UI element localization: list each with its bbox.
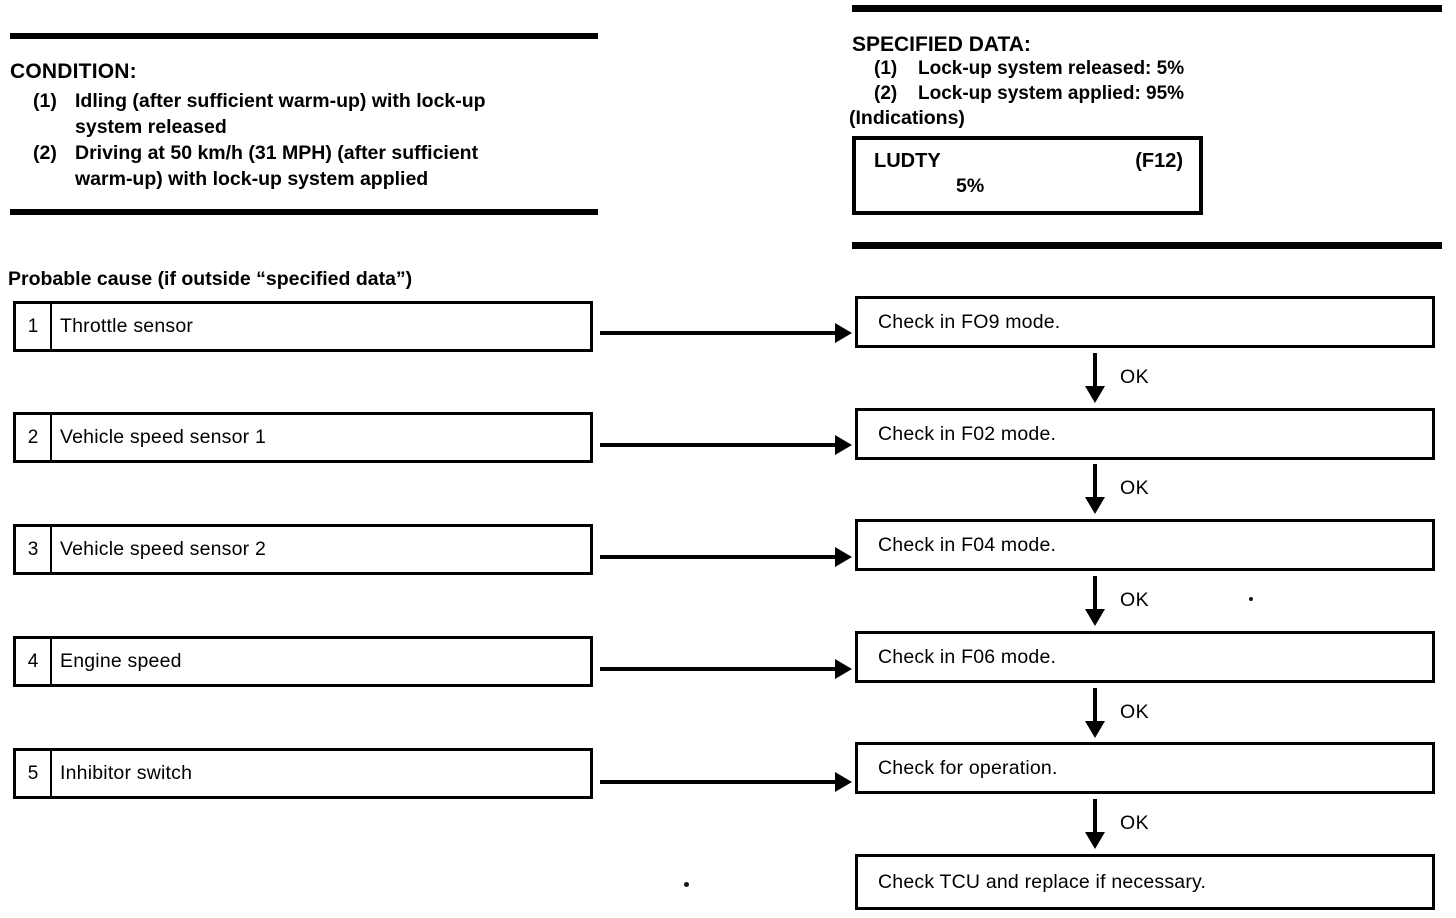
ok-arrow-2 bbox=[1085, 464, 1105, 514]
monitor-display-row: LUDTY (F12) bbox=[856, 140, 1199, 173]
step-label: Check in F02 mode. bbox=[878, 422, 1057, 445]
specified-data-item-text: Lock-up system applied: 95% bbox=[918, 83, 1185, 104]
cause-label: Engine speed bbox=[60, 650, 182, 672]
step-box-check-tcu: Check TCU and replace if necessary. bbox=[855, 854, 1435, 910]
specified-data-item-1: (1) Lock-up system released: 5% bbox=[874, 58, 1184, 80]
step-box-check-operation: Check for operation. bbox=[855, 742, 1435, 794]
indications-label: (Indications) bbox=[849, 107, 965, 129]
ok-label-4: OK bbox=[1120, 701, 1150, 723]
step-box-check-f06-mode: Check in F06 mode. bbox=[855, 631, 1435, 683]
ok-label-5: OK bbox=[1120, 812, 1150, 834]
condition-item-text: Driving at 50 km/h (31 MPH) (after suffi… bbox=[75, 140, 478, 192]
scan-artifact-dot bbox=[684, 882, 689, 887]
condition-item-text: Idling (after sufficient warm-up) with l… bbox=[75, 88, 486, 140]
ok-arrow-1 bbox=[1085, 353, 1105, 403]
condition-item-line: Driving at 50 km/h (31 MPH) (after suffi… bbox=[75, 142, 479, 164]
step-label: Check in F06 mode. bbox=[878, 645, 1057, 668]
condition-top-rule bbox=[10, 33, 598, 39]
step-box-check-f02-mode: Check in F02 mode. bbox=[855, 408, 1435, 460]
cause-label: Throttle sensor bbox=[60, 315, 194, 337]
specified-data-top-rule bbox=[852, 5, 1442, 12]
cause-box-vehicle-speed-sensor-1: 2 Vehicle speed sensor 1 bbox=[13, 412, 593, 463]
monitor-mode-code: (F12) bbox=[1135, 150, 1183, 172]
step-label: Check in F04 mode. bbox=[878, 533, 1057, 556]
cause-label: Vehicle speed sensor 1 bbox=[60, 426, 267, 448]
specified-data-bottom-rule bbox=[852, 242, 1442, 249]
condition-item-line: system released bbox=[75, 116, 227, 138]
step-label: Check TCU and replace if necessary. bbox=[878, 870, 1207, 893]
scan-artifact-dot bbox=[1249, 597, 1253, 601]
connector-arrow-5 bbox=[600, 772, 852, 792]
monitor-parameter-value: 5% bbox=[956, 175, 985, 197]
cause-number: 5 bbox=[16, 751, 52, 796]
step-box-check-fo9-mode: Check in FO9 mode. bbox=[855, 296, 1435, 348]
specified-data-item-text: Lock-up system released: 5% bbox=[918, 58, 1185, 79]
connector-arrow-3 bbox=[600, 547, 852, 567]
connector-arrow-1 bbox=[600, 323, 852, 343]
cause-number: 3 bbox=[16, 527, 52, 572]
cause-box-vehicle-speed-sensor-2: 3 Vehicle speed sensor 2 bbox=[13, 524, 593, 575]
connector-arrow-4 bbox=[600, 659, 852, 679]
ok-arrow-5 bbox=[1085, 799, 1105, 849]
step-label: Check for operation. bbox=[878, 756, 1058, 779]
condition-item-line: warm-up) with lock-up system applied bbox=[75, 168, 429, 190]
monitor-display-box: LUDTY (F12) 5% bbox=[852, 136, 1203, 215]
cause-box-engine-speed: 4 Engine speed bbox=[13, 636, 593, 687]
condition-item-1: (1) Idling (after sufficient warm-up) wi… bbox=[33, 88, 486, 140]
connector-arrow-2 bbox=[600, 435, 852, 455]
specified-data-item-number: (1) bbox=[874, 58, 898, 79]
condition-item-number: (2) bbox=[33, 142, 57, 164]
ok-label-2: OK bbox=[1120, 477, 1150, 499]
monitor-parameter-name: LUDTY bbox=[874, 150, 941, 172]
cause-box-throttle-sensor: 1 Throttle sensor bbox=[13, 301, 593, 352]
specified-data-item-2: (2) Lock-up system applied: 95% bbox=[874, 83, 1184, 105]
ok-label-3: OK bbox=[1120, 589, 1150, 611]
ok-arrow-3 bbox=[1085, 576, 1105, 626]
ok-label-1: OK bbox=[1120, 366, 1150, 388]
specified-data-heading: SPECIFIED DATA: bbox=[852, 33, 1031, 56]
cause-box-inhibitor-switch: 5 Inhibitor switch bbox=[13, 748, 593, 799]
cause-label: Inhibitor switch bbox=[60, 762, 193, 784]
specified-data-item-number: (2) bbox=[874, 83, 898, 104]
cause-number: 1 bbox=[16, 304, 52, 349]
probable-cause-heading: Probable cause (if outside “specified da… bbox=[8, 268, 413, 290]
condition-item-number: (1) bbox=[33, 90, 57, 112]
cause-number: 4 bbox=[16, 639, 52, 684]
condition-item-line: Idling (after sufficient warm-up) with l… bbox=[75, 90, 486, 112]
step-label: Check in FO9 mode. bbox=[878, 310, 1061, 333]
cause-number: 2 bbox=[16, 415, 52, 460]
step-box-check-f04-mode: Check in F04 mode. bbox=[855, 519, 1435, 571]
cause-label: Vehicle speed sensor 2 bbox=[60, 538, 267, 560]
condition-heading: CONDITION: bbox=[10, 60, 137, 83]
condition-item-2: (2) Driving at 50 km/h (31 MPH) (after s… bbox=[33, 140, 478, 192]
ok-arrow-4 bbox=[1085, 688, 1105, 738]
condition-bottom-rule bbox=[10, 209, 598, 215]
